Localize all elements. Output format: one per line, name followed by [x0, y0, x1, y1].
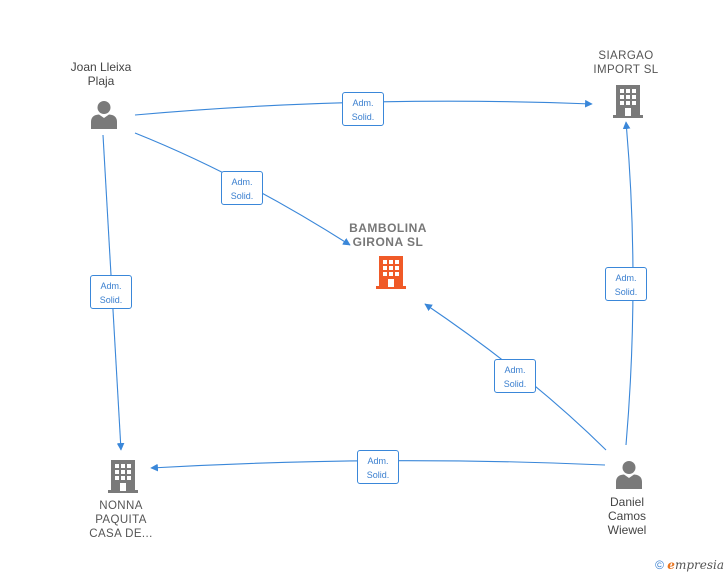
edge-label-line2: Solid. — [99, 295, 123, 305]
node-daniel-label[interactable]: Daniel Camos Wiewel — [587, 495, 667, 537]
edge-label-joan-bambolina: Adm. Solid. — [221, 171, 263, 205]
node-joan-label[interactable]: Joan Lleixa Plaja — [56, 60, 146, 88]
node-name-line2: Camos — [607, 509, 646, 523]
edge-label-daniel-bambolina: Adm. Solid. — [494, 359, 536, 393]
edge-label-line2: Solid. — [366, 470, 390, 480]
node-name-line1: SIARGAO — [598, 50, 654, 62]
node-siargao-label[interactable]: SIARGAO IMPORT SL — [576, 49, 676, 77]
edge-label-line1: Adm. — [367, 456, 389, 466]
node-nonna-label[interactable]: NONNA PAQUITA CASA DE... — [71, 499, 171, 541]
node-name-line1: BAMBOLINA — [349, 221, 427, 235]
node-name-line3: CASA DE... — [89, 528, 153, 540]
node-name-line2: PAQUITA — [95, 514, 147, 526]
building-icon[interactable] — [107, 459, 139, 493]
edge-label-line1: Adm. — [615, 273, 637, 283]
edge-label-joan-siargao: Adm. Solid. — [342, 92, 384, 126]
brand-logo: empresia — [667, 558, 724, 572]
edge-label-line2: Solid. — [351, 112, 375, 122]
node-name-line1: Daniel — [609, 495, 645, 509]
brand-footer: © empresia — [655, 558, 724, 572]
edge-label-line1: Adm. — [504, 365, 526, 375]
edge-label-line2: Solid. — [230, 191, 254, 201]
edge-label-daniel-nonna: Adm. Solid. — [357, 450, 399, 484]
building-icon[interactable] — [612, 84, 644, 118]
node-name-line1: NONNA — [99, 500, 143, 512]
edge-label-line2: Solid. — [614, 287, 638, 297]
node-name-line2: IMPORT SL — [593, 64, 659, 76]
node-name-line2: GIRONA SL — [352, 235, 424, 249]
building-icon[interactable] — [375, 255, 407, 289]
person-icon[interactable] — [89, 99, 119, 129]
edge-label-daniel-siargao: Adm. Solid. — [605, 267, 647, 301]
node-name-line1: Joan Lleixa — [70, 60, 132, 74]
edge-label-joan-nonna: Adm. Solid. — [90, 275, 132, 309]
node-bambolina-label[interactable]: BAMBOLINA GIRONA SL — [333, 221, 443, 249]
node-name-line2: Plaja — [87, 74, 115, 88]
edge-label-line1: Adm. — [231, 177, 253, 187]
node-name-line3: Wiewel — [607, 523, 647, 537]
copyright-icon: © — [655, 558, 664, 572]
edge-label-line1: Adm. — [100, 281, 122, 291]
person-icon[interactable] — [614, 459, 644, 489]
edge-label-line1: Adm. — [352, 98, 374, 108]
edge-label-line2: Solid. — [503, 379, 527, 389]
